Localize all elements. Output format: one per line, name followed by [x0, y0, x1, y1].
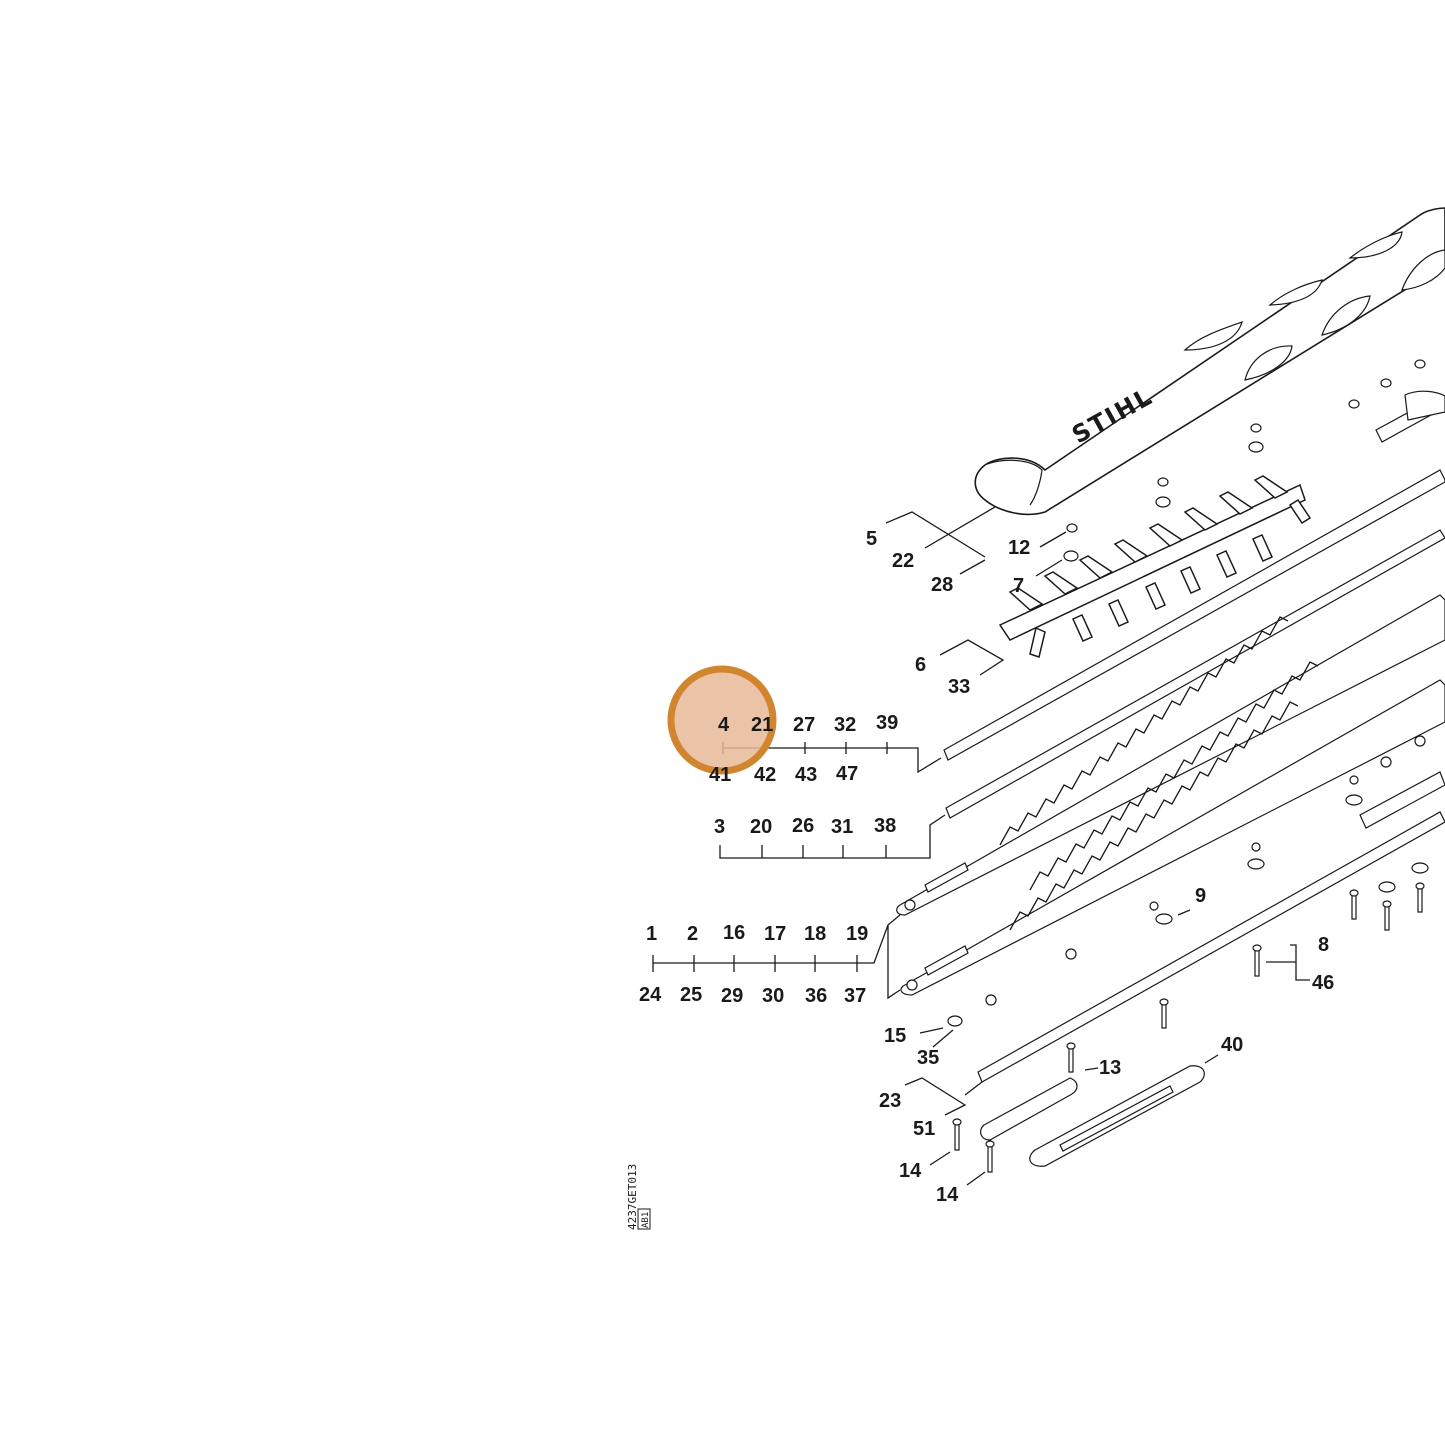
- document-id: 4237GET013 AB1: [626, 1164, 651, 1230]
- callout-38: 38: [874, 815, 896, 837]
- callout-19: 19: [846, 923, 868, 945]
- callout-46: 46: [1312, 972, 1334, 994]
- callout-35: 35: [917, 1047, 939, 1069]
- callout-39: 39: [876, 712, 898, 734]
- blade-guard: STIHL: [974, 207, 1445, 516]
- callout-3: 3: [714, 816, 725, 838]
- callout-32: 32: [834, 714, 856, 736]
- callout-33: 33: [948, 676, 970, 698]
- callout-15: 15: [884, 1025, 906, 1047]
- callout-14-left: 14: [899, 1160, 922, 1182]
- callout-40: 40: [1221, 1034, 1243, 1056]
- callout-14-right: 14: [936, 1184, 959, 1206]
- callout-29: 29: [721, 985, 743, 1007]
- callout-43: 43: [795, 764, 817, 786]
- document-id-text: 4237GET013: [626, 1164, 639, 1230]
- drive-arm: [998, 475, 1312, 658]
- callout-17: 17: [764, 923, 786, 945]
- callout-13: 13: [1099, 1057, 1121, 1079]
- callout-18: 18: [804, 923, 826, 945]
- callout-12: 12: [1008, 537, 1030, 559]
- callout-47: 47: [836, 763, 858, 785]
- guide-bars: [943, 469, 1445, 1167]
- callout-37: 37: [844, 985, 866, 1007]
- callout-36: 36: [805, 985, 827, 1007]
- hardware-items: [947, 359, 1445, 1173]
- callout-4: 4: [718, 714, 730, 736]
- callout-27: 27: [793, 714, 815, 736]
- callout-labels: 5 22 28 12 7 6 33 4 21 27 32 39 41 42 43…: [639, 528, 1334, 1206]
- callout-16: 16: [723, 922, 745, 944]
- callout-31: 31: [831, 816, 853, 838]
- callout-25: 25: [680, 984, 702, 1006]
- callout-28: 28: [931, 574, 953, 596]
- highlight-marker: [667, 665, 777, 775]
- callout-2: 2: [687, 923, 698, 945]
- callout-8: 8: [1318, 934, 1329, 956]
- callout-5: 5: [866, 528, 877, 550]
- callout-30: 30: [762, 985, 784, 1007]
- callout-21: 21: [751, 714, 773, 736]
- callout-7: 7: [1013, 575, 1024, 597]
- callout-20: 20: [750, 816, 772, 838]
- callout-26: 26: [792, 815, 814, 837]
- callout-9: 9: [1195, 885, 1206, 907]
- callout-23: 23: [879, 1090, 901, 1112]
- callout-24: 24: [639, 984, 662, 1006]
- callout-51: 51: [913, 1118, 935, 1140]
- callout-42: 42: [754, 764, 776, 786]
- leader-lines: [652, 506, 1310, 1186]
- document-sub-text: AB1: [641, 1212, 651, 1228]
- callout-22: 22: [892, 550, 914, 572]
- callout-6: 6: [915, 654, 926, 676]
- cutting-blades: [896, 594, 1445, 996]
- callout-1: 1: [646, 923, 657, 945]
- callout-41: 41: [709, 764, 731, 786]
